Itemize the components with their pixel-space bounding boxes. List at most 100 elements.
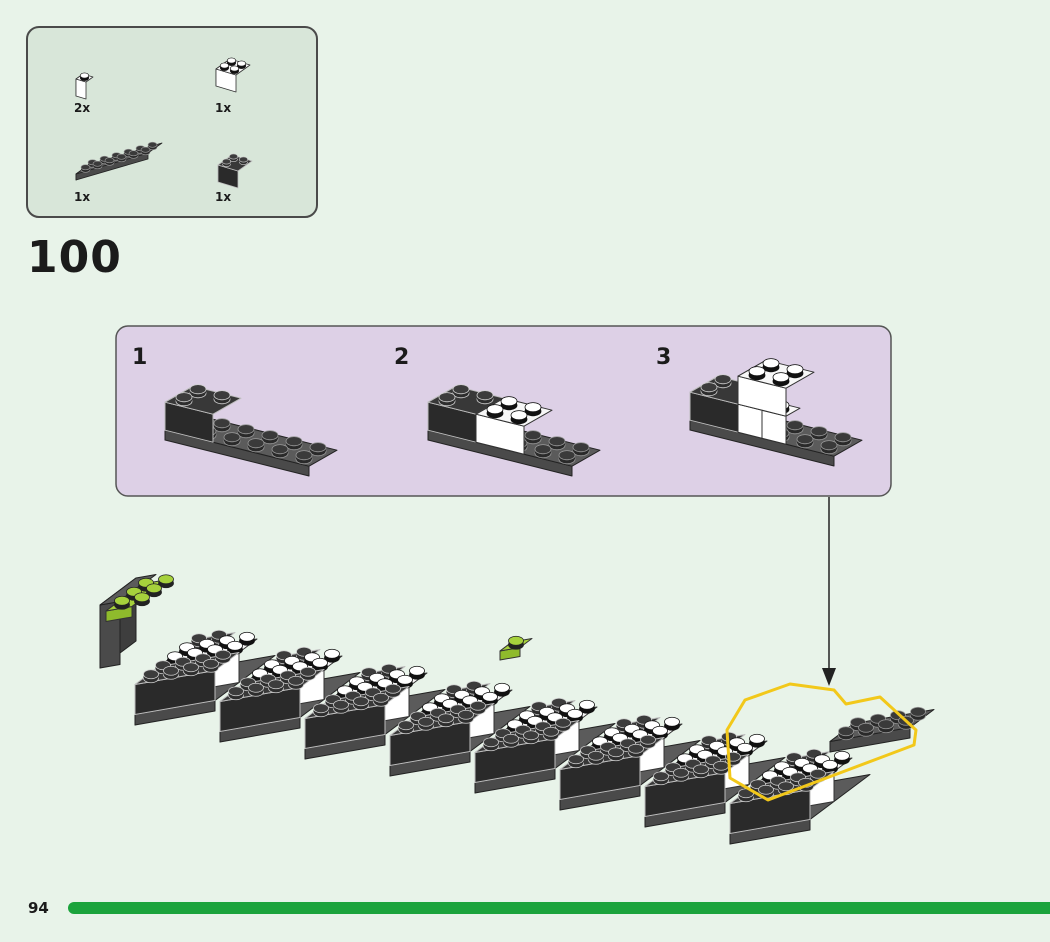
- stud-top: [213, 390, 231, 401]
- stud-top: [143, 669, 159, 680]
- stud-top: [458, 709, 474, 720]
- stud-top: [693, 764, 709, 775]
- white-brick: [75, 72, 94, 100]
- stud-top: [810, 768, 826, 779]
- black-brick: [729, 768, 835, 834]
- stud-top: [640, 734, 656, 745]
- stud-top: [579, 699, 595, 710]
- stud-top: [261, 430, 279, 441]
- stud-top: [786, 364, 804, 375]
- stud-top: [910, 706, 926, 717]
- stud-top: [628, 743, 644, 754]
- stud-top: [608, 747, 624, 758]
- progress-bar: [68, 902, 1050, 914]
- part-count: 2x: [74, 101, 91, 115]
- stud-top: [221, 158, 232, 165]
- stud-top: [482, 691, 498, 702]
- black-brick: [427, 384, 505, 443]
- stud-top: [219, 62, 230, 69]
- black-brick: [559, 734, 665, 800]
- stud-top: [749, 733, 765, 744]
- stud-top: [713, 760, 729, 771]
- stud-top: [452, 384, 470, 395]
- stud-top: [237, 424, 255, 435]
- stud-top: [128, 150, 139, 157]
- stud-top: [700, 382, 718, 393]
- substep-label: 3: [656, 345, 672, 370]
- stud-top: [572, 442, 590, 453]
- stud-top: [312, 657, 328, 668]
- stud-top: [353, 696, 369, 707]
- lime-brick: [499, 635, 533, 661]
- stud-top: [555, 717, 571, 728]
- stud-top: [524, 402, 542, 413]
- stud-top: [470, 700, 486, 711]
- stud-top: [175, 392, 193, 403]
- stud-top: [878, 719, 894, 730]
- stud-top: [79, 72, 90, 79]
- stud-top: [500, 396, 518, 407]
- gray-brick: [829, 706, 935, 753]
- parts-list-panel: [26, 26, 318, 218]
- stud-top: [236, 60, 247, 67]
- part-count: 1x: [215, 101, 232, 115]
- stud-top: [778, 781, 794, 792]
- stud-top: [748, 366, 766, 377]
- stud-top: [834, 750, 850, 761]
- stud-top: [476, 390, 494, 401]
- stud-top: [548, 436, 566, 447]
- stud-top: [397, 674, 413, 685]
- stud-top: [673, 767, 689, 778]
- arrow-down-icon: [822, 668, 836, 686]
- stud-top: [438, 392, 456, 403]
- stud-top: [543, 726, 559, 737]
- stud-top: [858, 722, 874, 733]
- stud-top: [324, 648, 340, 659]
- stud-top: [213, 418, 231, 429]
- stud-top: [772, 372, 790, 383]
- stud-top: [494, 682, 510, 693]
- stud-top: [295, 450, 313, 461]
- stud-top: [116, 153, 127, 160]
- stud-top: [309, 442, 327, 453]
- stud-top: [653, 771, 669, 782]
- part-count: 1x: [74, 190, 91, 204]
- stud-top: [762, 358, 780, 369]
- stud-top: [838, 726, 854, 737]
- stud-top: [300, 666, 316, 677]
- stud-top: [228, 686, 244, 697]
- stud-top: [786, 420, 804, 431]
- stud-top: [758, 784, 774, 795]
- gray-brick: [75, 141, 163, 181]
- stud-top: [114, 595, 130, 606]
- black-brick: [644, 751, 750, 817]
- page-number: 94: [28, 899, 49, 917]
- stud-top: [409, 665, 425, 676]
- stud-top: [652, 725, 668, 736]
- stud-top: [189, 384, 207, 395]
- stud-top: [288, 675, 304, 686]
- stud-top: [524, 430, 542, 441]
- white-brick: [215, 57, 251, 93]
- stud-top: [163, 665, 179, 676]
- stud-top: [558, 450, 576, 461]
- stud-top: [229, 65, 240, 72]
- stud-top: [523, 730, 539, 741]
- stud-top: [822, 759, 838, 770]
- lime-brick: [105, 574, 174, 622]
- stud-top: [373, 692, 389, 703]
- stud-top: [238, 156, 249, 163]
- black-brick: [134, 649, 240, 715]
- black-brick: [474, 717, 580, 783]
- stud-top: [714, 374, 732, 385]
- black-brick: [304, 683, 410, 749]
- stud-top: [247, 438, 265, 449]
- stud-top: [248, 682, 264, 693]
- substep-label: 1: [132, 345, 148, 370]
- stud-top: [239, 631, 255, 642]
- stud-top: [183, 662, 199, 673]
- brick-front-face: [75, 78, 87, 100]
- stud-top: [438, 713, 454, 724]
- stud-top: [134, 592, 150, 603]
- white-brick: [475, 396, 553, 455]
